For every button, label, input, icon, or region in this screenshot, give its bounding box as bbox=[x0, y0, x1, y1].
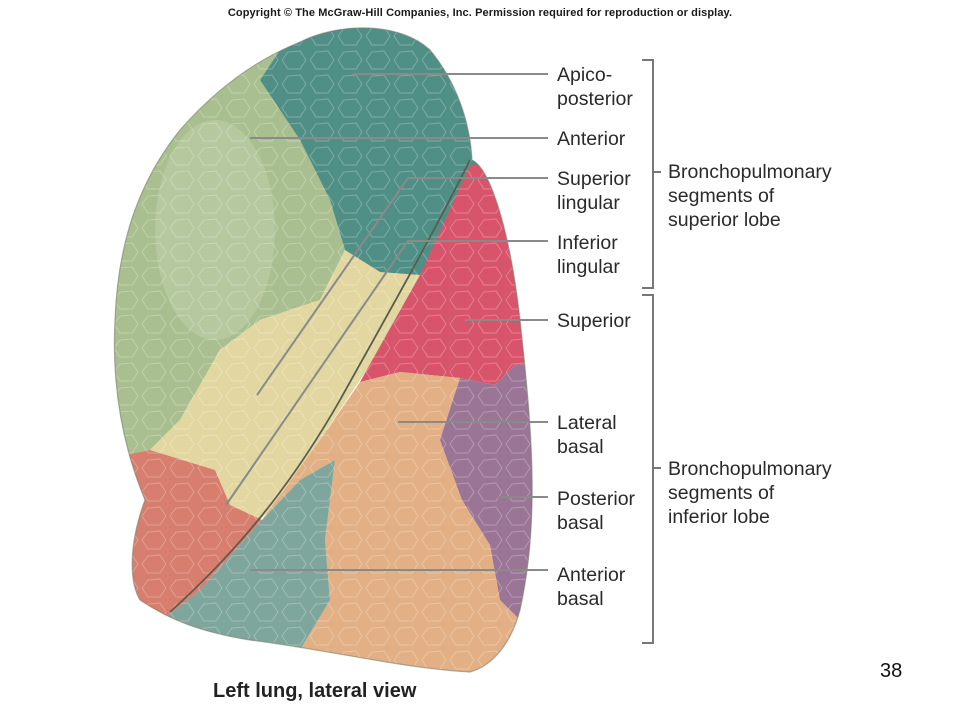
figure-caption: Left lung, lateral view bbox=[213, 680, 417, 702]
group-label-superior-lobe: Bronchopulmonary segments of superior lo… bbox=[668, 161, 832, 231]
lung-segments bbox=[114, 27, 533, 673]
group-label-inferior-lobe: Bronchopulmonary segments of inferior lo… bbox=[668, 458, 832, 528]
label-inferior-lingular: Inferior lingular bbox=[557, 232, 620, 278]
leader-inferior-lingular bbox=[225, 240, 548, 506]
label-superior-lingular: Superior lingular bbox=[557, 168, 631, 214]
lung-outline bbox=[113, 27, 533, 673]
page-number: 38 bbox=[880, 660, 903, 682]
leader-superior-lingular bbox=[256, 177, 548, 396]
label-anterior-basal: Anterior basal bbox=[557, 564, 626, 610]
label-superior: Superior bbox=[557, 310, 631, 332]
label-apicoposterior: Apico- posterior bbox=[557, 64, 633, 110]
bracket-superior-lobe bbox=[642, 59, 661, 289]
label-posterior-basal: Posterior basal bbox=[557, 488, 636, 534]
label-lateral-basal: Lateral basal bbox=[557, 412, 617, 458]
copyright-notice: Copyright © The McGraw-Hill Companies, I… bbox=[227, 7, 733, 19]
label-anterior: Anterior bbox=[557, 128, 626, 150]
oblique-fissure bbox=[169, 159, 471, 613]
bracket-inferior-lobe bbox=[642, 294, 661, 644]
